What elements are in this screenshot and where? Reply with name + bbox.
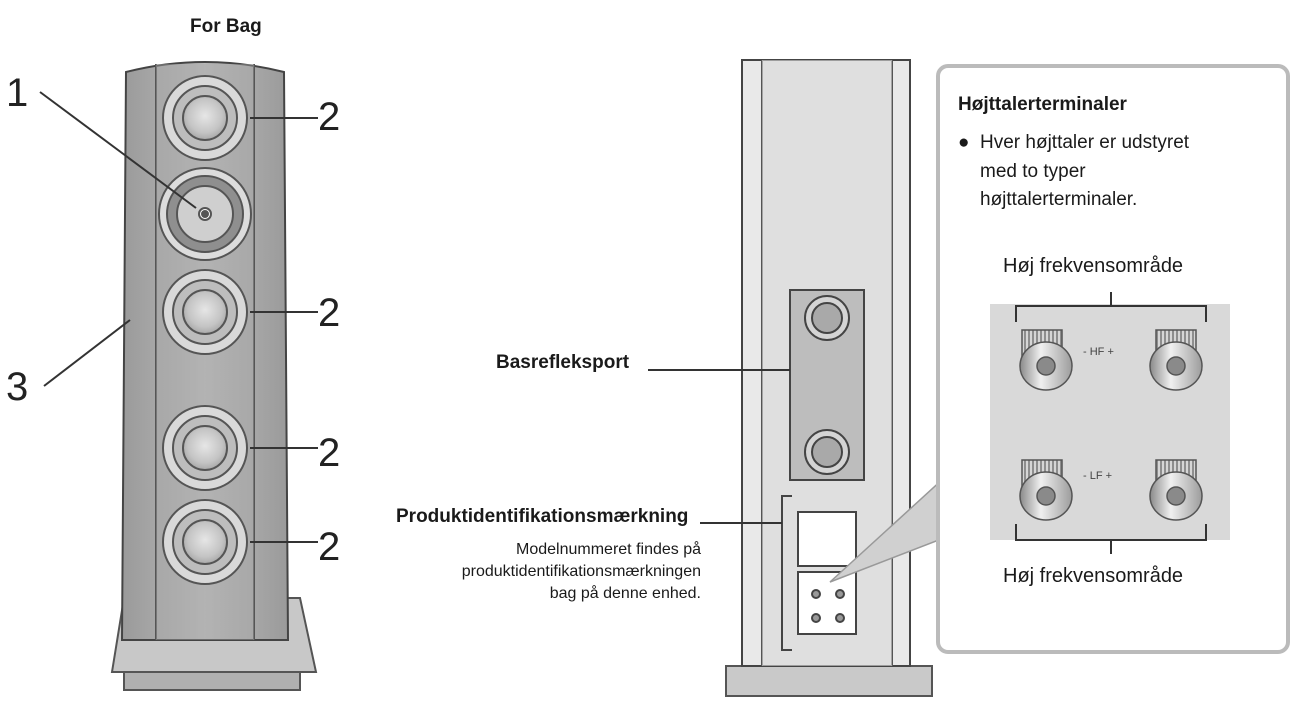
- lf-plus-terminal: [1149, 459, 1203, 521]
- hf-marking: - HF +: [1083, 346, 1114, 358]
- product-id-note-line: produktidentifikationsmærkningen: [461, 563, 701, 580]
- lf-minus-terminal: [1019, 459, 1073, 521]
- lf-marking: - LF +: [1083, 470, 1113, 482]
- bass-reflex-port-panel: [789, 289, 865, 481]
- callout-2: 2: [318, 525, 341, 569]
- terminals-panel: [936, 64, 1290, 654]
- product-id-note-line: Modelnummeret findes på: [516, 541, 701, 558]
- terminals-description-line: højttalerterminaler.: [980, 189, 1138, 210]
- callout-1: 1: [6, 71, 29, 115]
- callout-2: 2: [318, 95, 341, 139]
- callout-3: 3: [6, 365, 29, 409]
- product-id-note-line: bag på denne enhed.: [549, 585, 701, 602]
- front-title: For Bag: [190, 16, 262, 37]
- tweeter: [158, 167, 252, 261]
- back-base: [725, 665, 933, 697]
- back-speaker: [725, 59, 933, 697]
- bottom-frequency-label: Høj frekvensområde: [1003, 565, 1184, 587]
- callout-2: 2: [318, 291, 341, 335]
- back-leaders: [648, 369, 790, 524]
- terminals-description-line: med to typer: [980, 161, 1086, 182]
- terminals-title: Højttalerterminaler: [958, 94, 1127, 115]
- terminals-description-line: Hver højttaler er udstyret: [980, 132, 1190, 153]
- woofer-4: [162, 499, 248, 585]
- bass-reflex-label: Basrefleksport: [496, 352, 630, 373]
- woofer-2: [162, 269, 248, 355]
- product-label-area: [797, 511, 857, 635]
- front-leaders: [39, 91, 318, 543]
- bullet-icon: ●: [958, 132, 970, 153]
- front-speaker: [110, 61, 318, 691]
- hf-plus-terminal: [1149, 329, 1203, 391]
- hf-minus-terminal: [1019, 329, 1073, 391]
- woofer-1: [162, 75, 248, 161]
- top-frequency-label: Høj frekvensområde: [1003, 255, 1184, 277]
- woofer-3: [162, 405, 248, 491]
- callout-2: 2: [318, 431, 341, 475]
- product-id-label: Produktidentifikationsmærkning: [396, 506, 689, 527]
